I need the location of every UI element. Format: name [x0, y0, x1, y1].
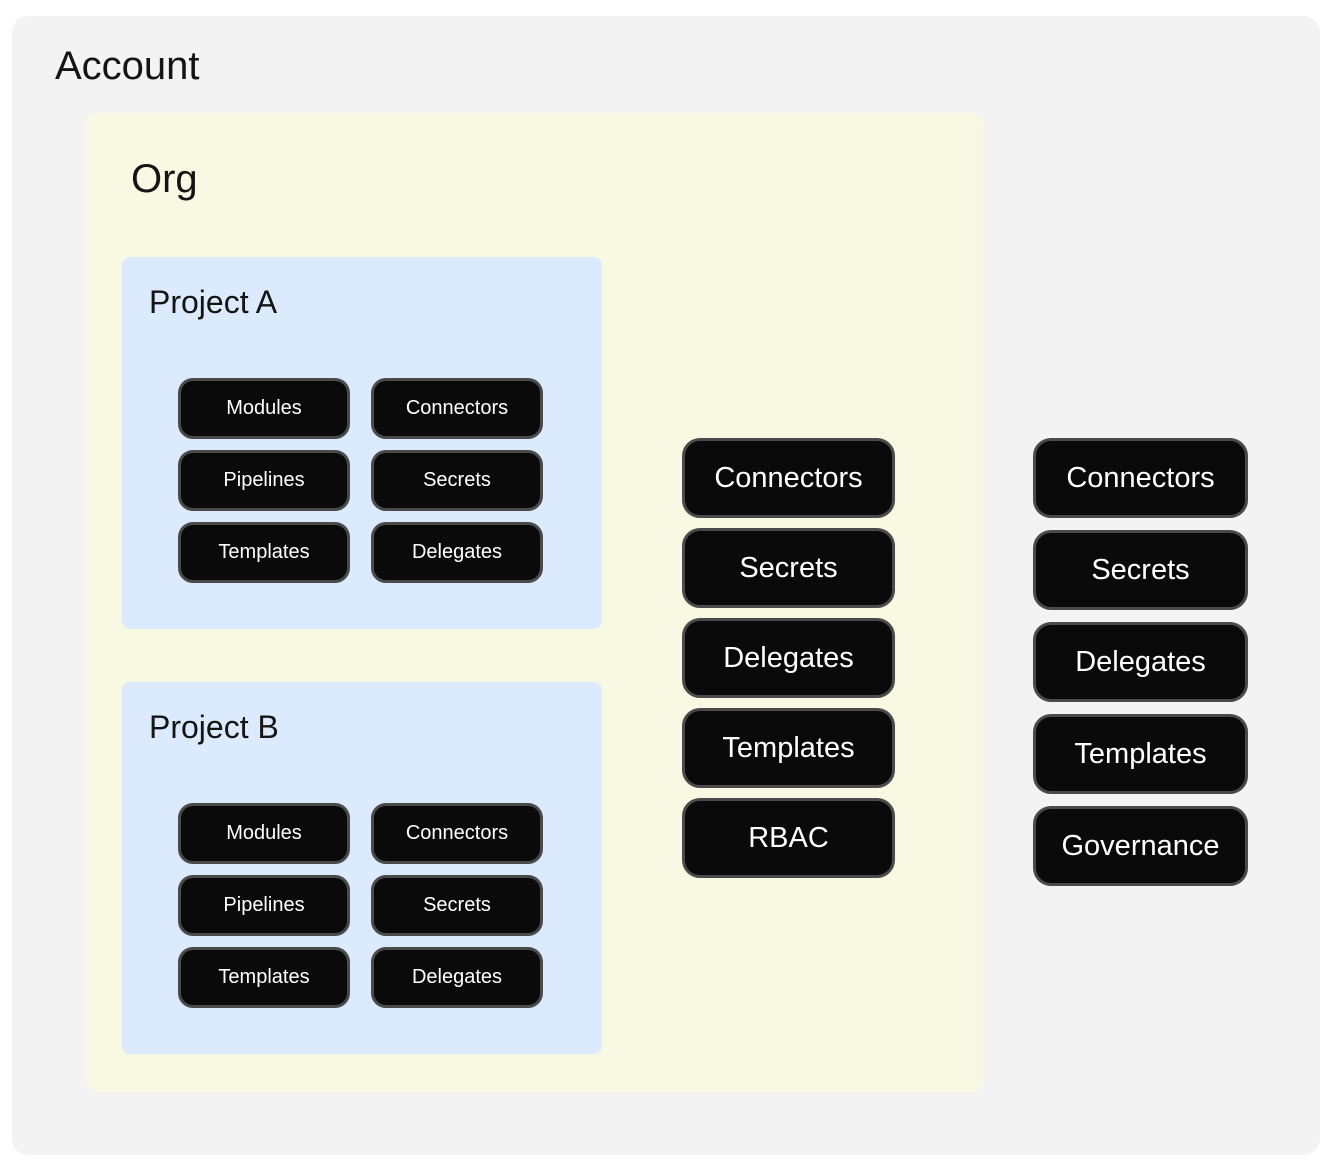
- project-b-node-pipelines: Pipelines: [178, 875, 350, 936]
- project-a-node-delegates: Delegates: [371, 522, 543, 583]
- account-container: Account Org Project A Modules Connectors…: [12, 16, 1320, 1155]
- project-a-pills: Modules Connectors Pipelines Secrets Tem…: [178, 378, 543, 583]
- project-b-node-modules: Modules: [178, 803, 350, 864]
- project-b-node-delegates: Delegates: [371, 947, 543, 1008]
- project-a-node-connectors: Connectors: [371, 378, 543, 439]
- project-a-node-secrets: Secrets: [371, 450, 543, 511]
- org-node-rbac: RBAC: [682, 798, 895, 878]
- project-b-node-templates: Templates: [178, 947, 350, 1008]
- account-node-templates: Templates: [1033, 714, 1248, 794]
- org-node-secrets: Secrets: [682, 528, 895, 608]
- account-node-secrets: Secrets: [1033, 530, 1248, 610]
- org-pills: Connectors Secrets Delegates Templates R…: [682, 438, 895, 878]
- account-node-governance: Governance: [1033, 806, 1248, 886]
- project-a-node-modules: Modules: [178, 378, 350, 439]
- project-b-node-secrets: Secrets: [371, 875, 543, 936]
- account-node-delegates: Delegates: [1033, 622, 1248, 702]
- project-b-pills: Modules Connectors Pipelines Secrets Tem…: [178, 803, 543, 1008]
- project-b-title: Project B: [149, 709, 279, 745]
- project-a-node-pipelines: Pipelines: [178, 450, 350, 511]
- org-node-delegates: Delegates: [682, 618, 895, 698]
- account-title: Account: [55, 44, 200, 88]
- account-node-connectors: Connectors: [1033, 438, 1248, 518]
- project-b-node-connectors: Connectors: [371, 803, 543, 864]
- account-pills: Connectors Secrets Delegates Templates G…: [1033, 438, 1248, 886]
- project-a-node-templates: Templates: [178, 522, 350, 583]
- project-a-title: Project A: [149, 284, 278, 320]
- org-node-connectors: Connectors: [682, 438, 895, 518]
- org-container: Org Project A Modules Connectors Pipelin…: [86, 113, 983, 1092]
- project-b-container: Project B Modules Connectors Pipelines S…: [122, 682, 602, 1054]
- org-title: Org: [131, 157, 198, 201]
- org-node-templates: Templates: [682, 708, 895, 788]
- project-a-container: Project A Modules Connectors Pipelines S…: [122, 257, 602, 629]
